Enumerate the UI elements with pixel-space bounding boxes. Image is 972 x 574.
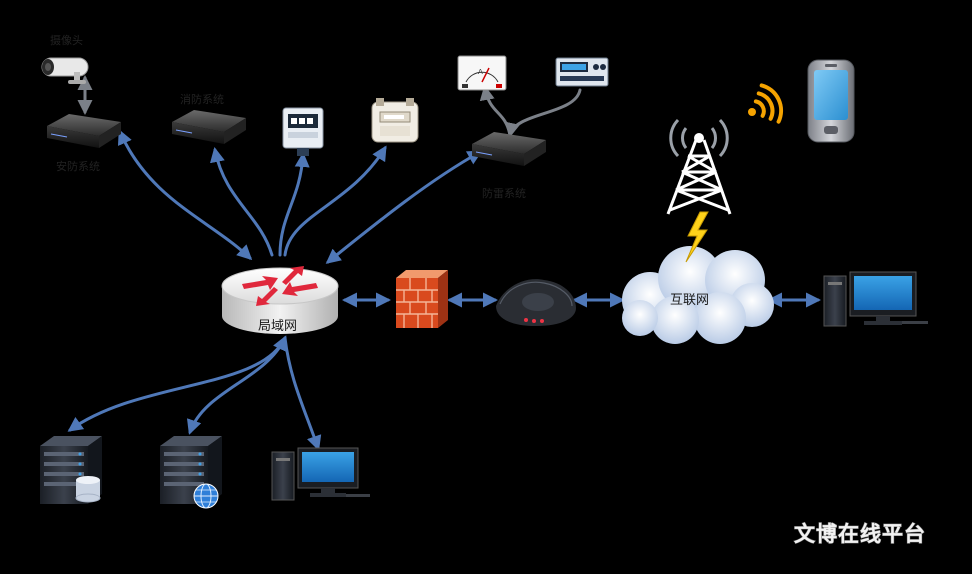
desktop-pc-icon <box>823 271 928 327</box>
dvr-device-icon <box>172 110 246 144</box>
link-lan-security <box>117 129 253 261</box>
security-label: 安防系统 <box>56 159 100 173</box>
link-lan-local-pc <box>283 336 322 451</box>
link-lan-electric <box>278 152 310 257</box>
link-lan-gas <box>283 145 387 257</box>
lightning-icon <box>685 211 709 263</box>
link-meters-defense <box>485 88 582 135</box>
internet-label: 互联网 <box>670 293 709 308</box>
mobile-phone-icon <box>807 59 855 143</box>
link-lan-fire <box>210 147 274 257</box>
link-lan-web-server <box>186 336 287 435</box>
cloud-icon <box>622 246 774 344</box>
link-lan-defense <box>325 150 483 264</box>
camera-label: 摄像头 <box>50 33 83 47</box>
dvr-device-icon <box>472 132 546 166</box>
dvr-device-icon <box>47 114 121 148</box>
firewall-icon <box>396 270 448 328</box>
gas-meter-icon <box>371 98 419 143</box>
electric-meter-icon <box>282 107 324 156</box>
fire-label: 消防系统 <box>180 92 224 106</box>
analog-meter-icon: A <box>457 55 507 91</box>
modem-icon <box>496 279 576 326</box>
radio-tower-icon <box>666 118 732 215</box>
lan-label: 局域网 <box>258 319 297 334</box>
database-server-icon <box>40 436 102 504</box>
connections <box>67 129 821 451</box>
watermark-text: 文博在线平台 <box>794 522 926 546</box>
defense-label: 防雷系统 <box>482 186 526 200</box>
link-lan-db-server <box>67 335 287 432</box>
svg-text:A: A <box>478 68 483 76</box>
digital-panel-icon <box>555 57 609 87</box>
router-icon <box>221 266 339 334</box>
desktop-pc-icon <box>271 447 370 501</box>
wireless-signal-icon <box>748 83 784 124</box>
camera-icon <box>41 57 89 84</box>
web-server-icon <box>160 436 222 509</box>
